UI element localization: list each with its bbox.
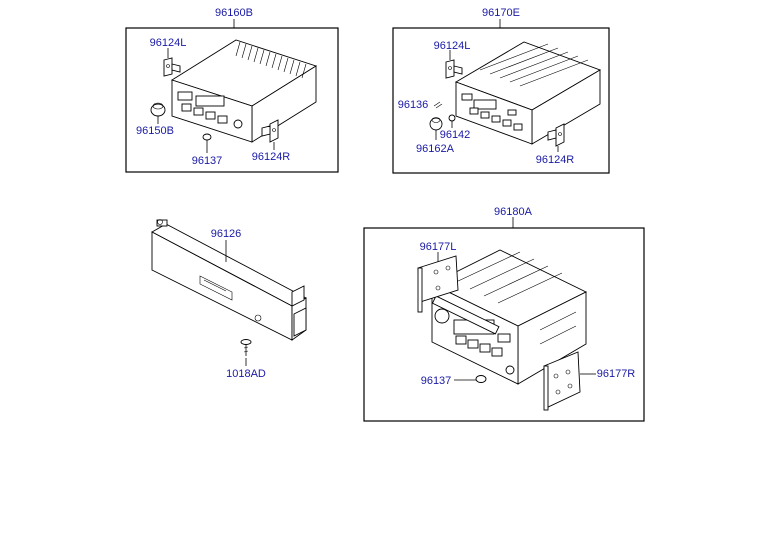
housing-96126[interactable]	[151, 219, 307, 341]
bracket-96124l-a[interactable]	[163, 57, 181, 77]
label-96124l-a[interactable]: 96124L	[150, 37, 187, 49]
label-96136[interactable]: 96136	[398, 99, 429, 111]
radio-unit-96170e[interactable]	[454, 41, 602, 145]
screw-1018ad[interactable]	[240, 339, 252, 357]
label-96180a[interactable]: 96180A	[494, 206, 533, 218]
label-96124r-a[interactable]: 96124R	[252, 151, 291, 163]
radio-unit-96160b[interactable]	[170, 39, 318, 143]
label-96126[interactable]: 96126	[211, 228, 242, 240]
label-1018ad[interactable]: 1018AD	[226, 368, 266, 380]
part-96136[interactable]	[433, 101, 443, 109]
label-96162a[interactable]: 96162A	[416, 143, 455, 155]
label-96177r[interactable]: 96177R	[597, 368, 636, 380]
group-96180a-frame	[363, 227, 645, 422]
part-96142[interactable]	[448, 114, 456, 122]
label-96170e[interactable]: 96170E	[482, 7, 520, 19]
knob-96150b[interactable]	[150, 102, 166, 117]
label-96160b[interactable]: 96160B	[215, 7, 253, 19]
bracket-96177l[interactable]	[417, 255, 459, 313]
group-96180a: 96180A 96177L	[363, 206, 645, 422]
label-96124l-b[interactable]: 96124L	[434, 40, 471, 52]
knob-96162a[interactable]	[429, 117, 443, 131]
label-96150b[interactable]: 96150B	[136, 125, 174, 137]
group-96126: 96126 1018AD	[151, 219, 307, 380]
group-96160b: 96160B	[125, 7, 339, 173]
label-96124r-b[interactable]: 96124R	[536, 154, 575, 166]
knob-96137-a[interactable]	[202, 133, 212, 141]
label-96137-a[interactable]: 96137	[192, 155, 223, 167]
group-96170e-frame	[392, 27, 610, 174]
label-96137-b[interactable]: 96137	[421, 375, 452, 387]
bracket-96124r-a[interactable]	[261, 119, 279, 143]
bracket-96177r[interactable]	[543, 351, 581, 411]
label-96177l[interactable]: 96177L	[420, 241, 457, 253]
knob-96137-b[interactable]	[475, 375, 487, 383]
group-96170e: 96170E 96124L	[392, 7, 610, 174]
bracket-96124l-b[interactable]	[445, 59, 463, 79]
label-96142[interactable]: 96142	[440, 129, 471, 141]
radio-unit-96180a[interactable]	[430, 249, 588, 385]
bracket-96124r-b[interactable]	[547, 123, 565, 147]
group-96160b-frame	[125, 27, 339, 173]
